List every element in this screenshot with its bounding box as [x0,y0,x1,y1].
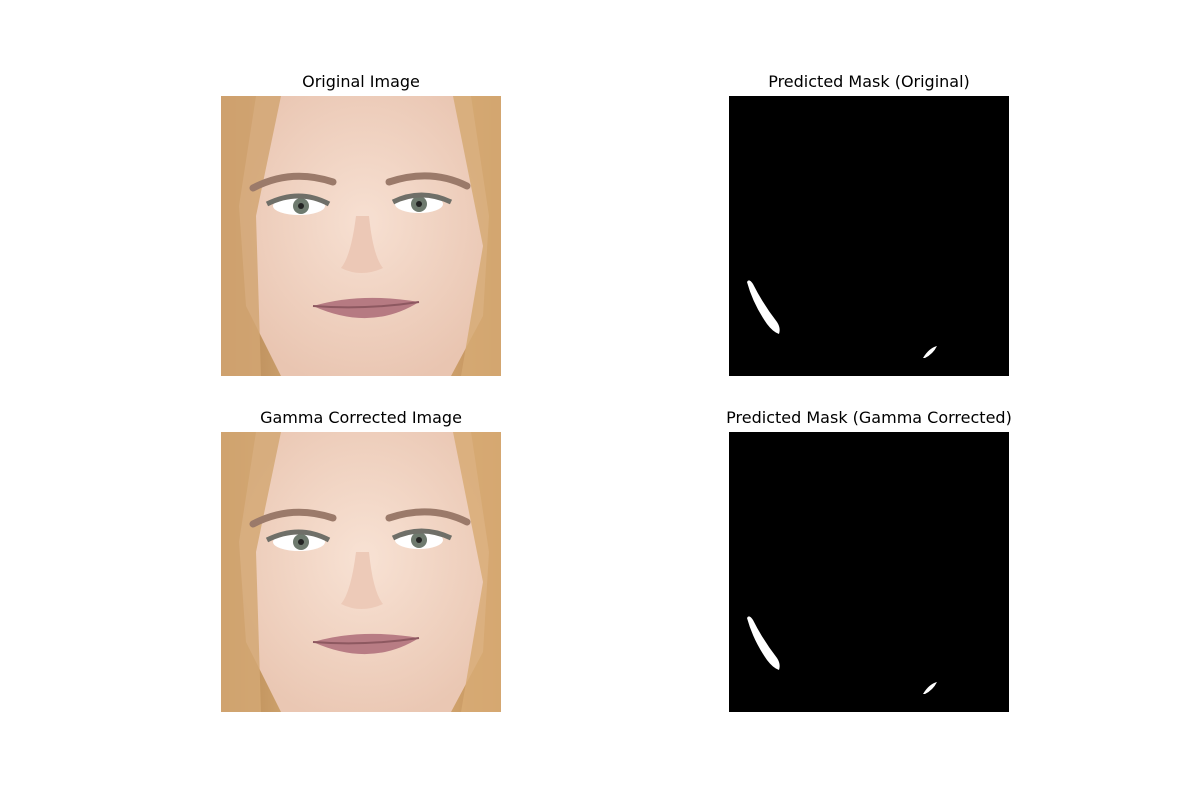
panel-title: Predicted Mask (Gamma Corrected) [726,408,1012,427]
panel-title: Predicted Mask (Original) [768,72,970,91]
face-photo [221,96,501,376]
panel-title: Original Image [302,72,420,91]
face-photo [221,432,501,712]
binary-mask [729,432,1009,712]
binary-mask [729,96,1009,376]
panel-title: Gamma Corrected Image [260,408,462,427]
